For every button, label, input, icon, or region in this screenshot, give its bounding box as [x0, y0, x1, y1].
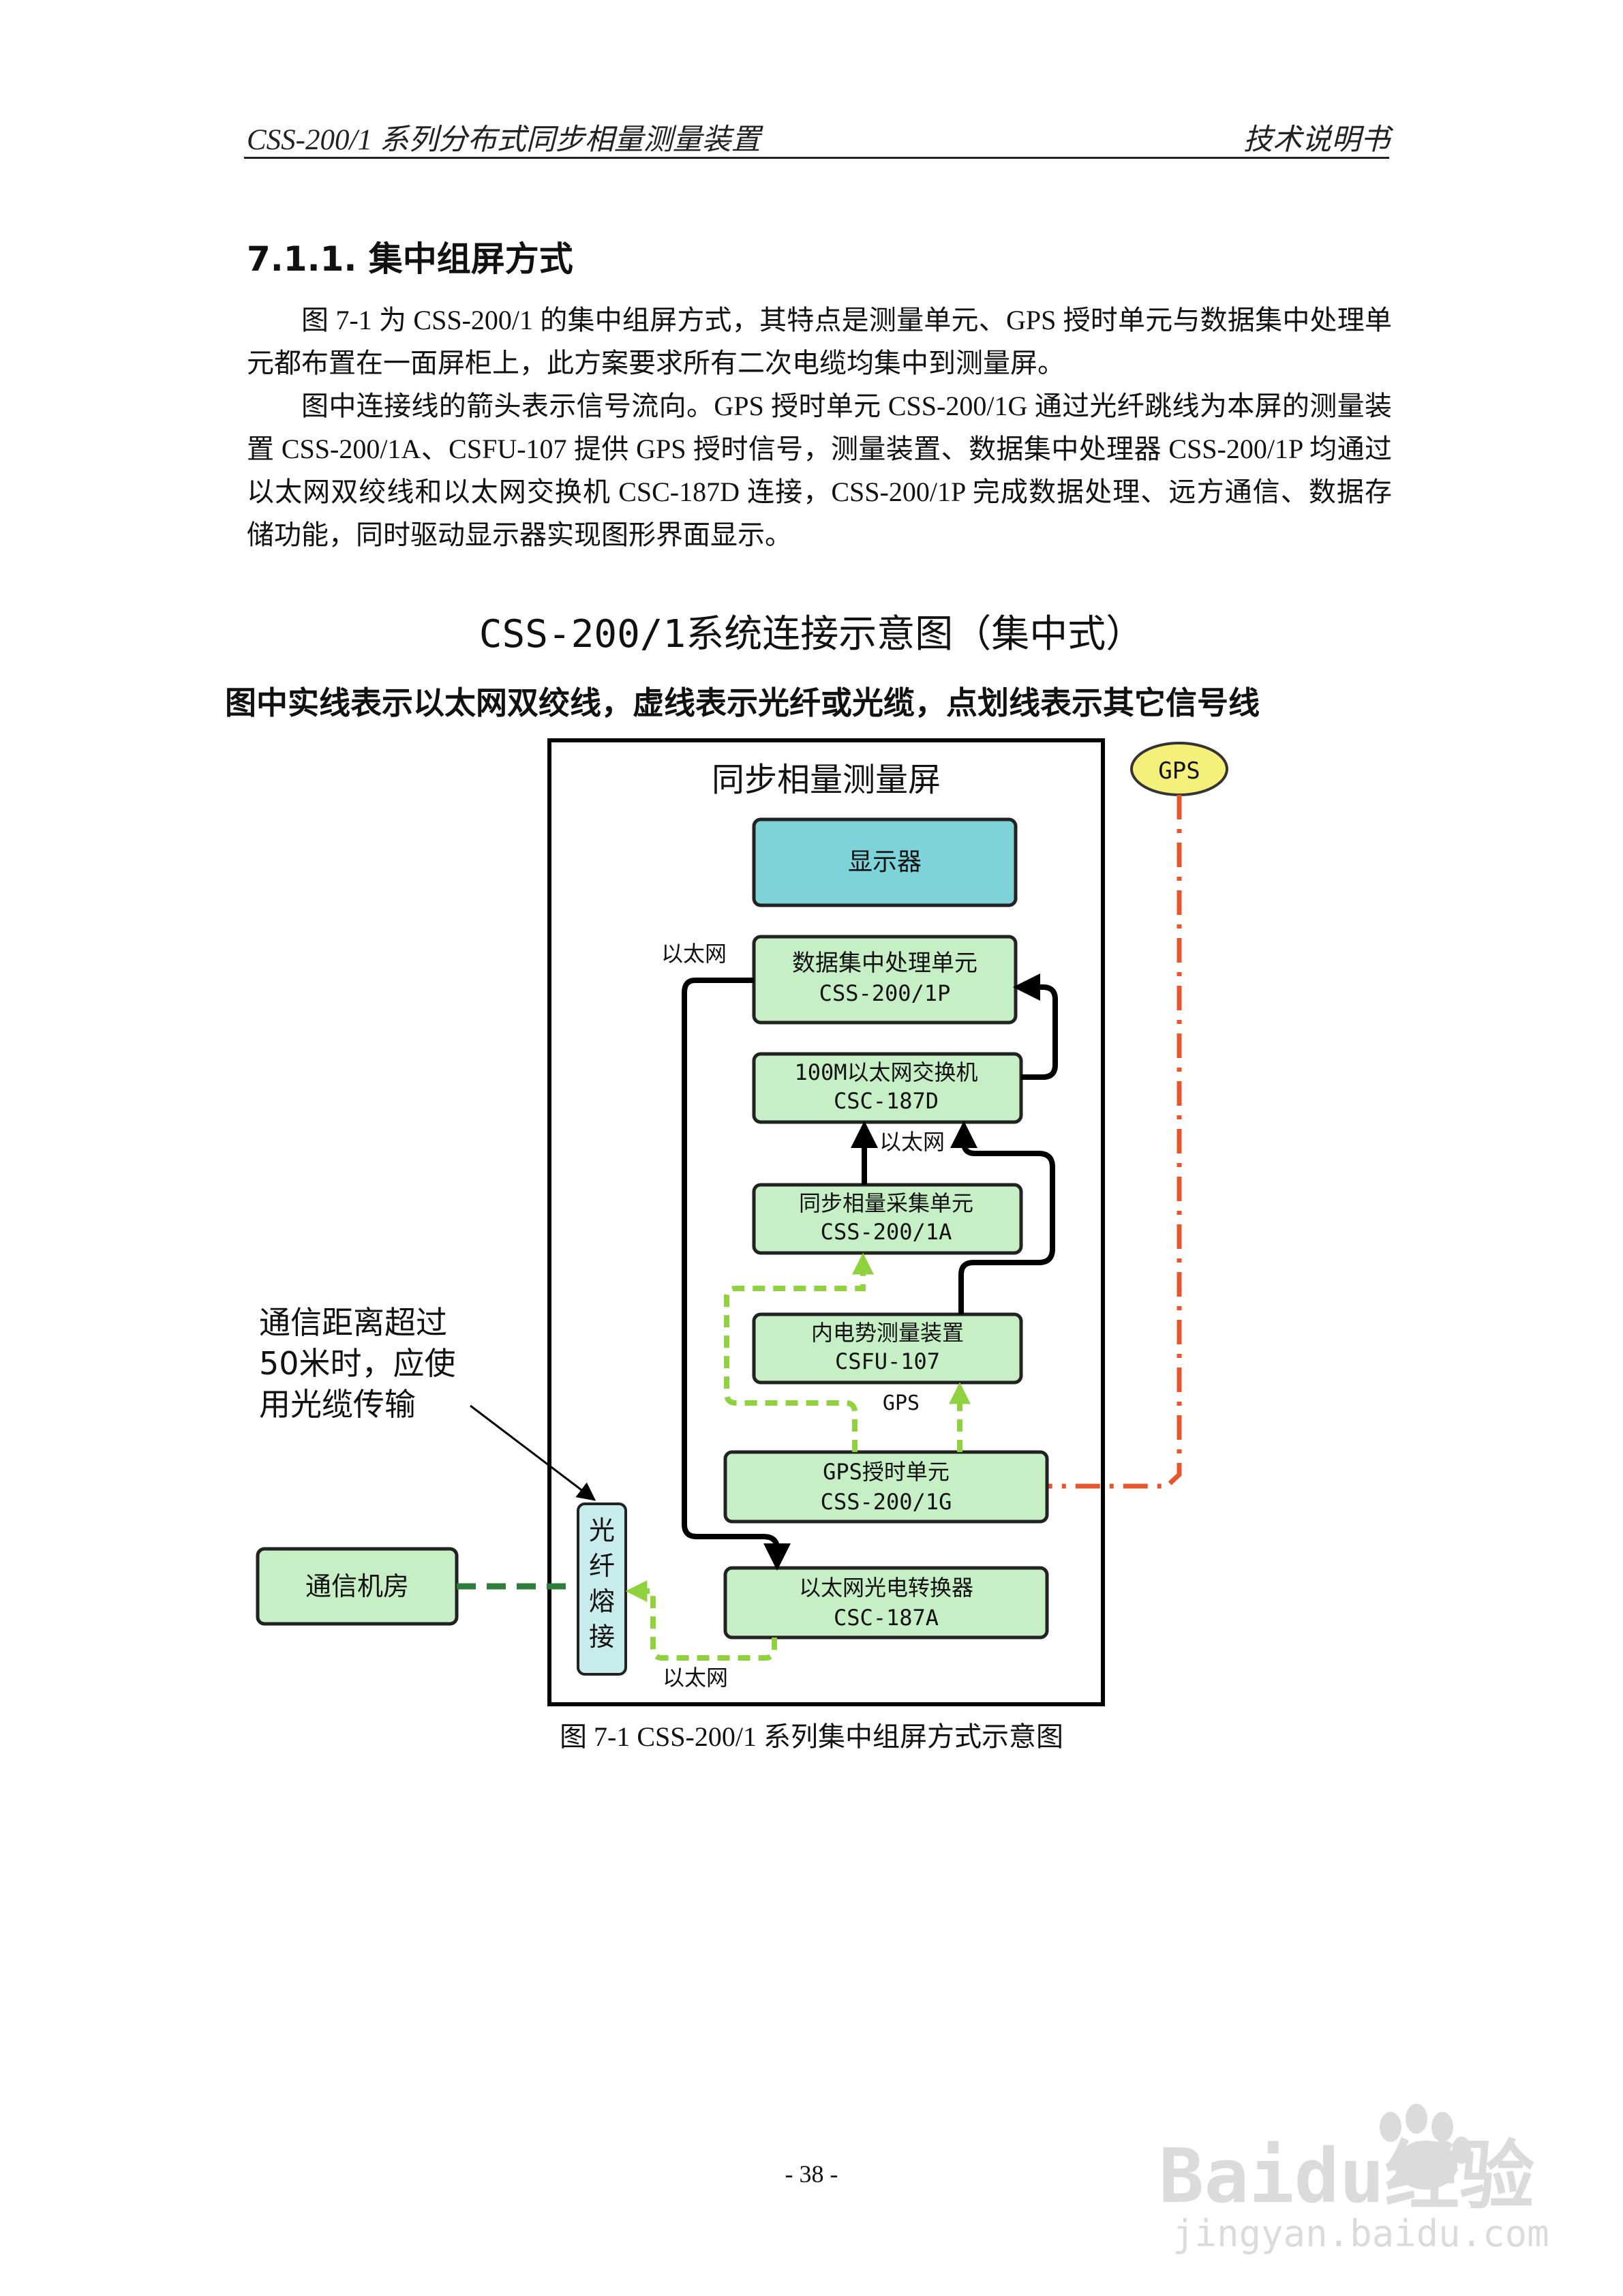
- data-concentrator-name: 数据集中处理单元: [792, 950, 977, 977]
- distance-note-line-3: 用光缆传输: [259, 1386, 416, 1423]
- running-header-doctype: 技术说明书: [1243, 124, 1390, 156]
- gps-signal-line: [1048, 795, 1182, 1489]
- distance-note-line-2: 50米时，应使: [259, 1345, 456, 1382]
- acquisition-unit-name: 同步相量采集单元: [799, 1190, 973, 1216]
- paw-logo-icon: Baidu经验 jingyan.baidu.com: [1159, 2104, 1549, 2255]
- note-pointer-arrow: [470, 1404, 596, 1501]
- panel-title: 同步相量测量屏: [712, 761, 941, 799]
- watermark-brand: Baidu经验: [1159, 2132, 1534, 2220]
- fiber-converter-fusion: [625, 1580, 777, 1661]
- fiber-fusion-char-4: 接: [589, 1622, 615, 1652]
- distance-note: 通信距离超过 50米时，应使 用光缆传输: [259, 1302, 456, 1425]
- emf-measurement-box: [752, 1312, 1023, 1385]
- converter-model: CSC-187A: [834, 1605, 939, 1631]
- eth-label-bottom: 以太网: [663, 1665, 728, 1691]
- fiber-fusion-char-1: 光: [589, 1515, 615, 1545]
- acquisition-unit-box: [752, 1183, 1023, 1255]
- ethernet-switch-dcu: [1013, 973, 1058, 1080]
- gps-small-label: GPS: [883, 1391, 920, 1415]
- fiber-gps-acq: [724, 1252, 874, 1452]
- converter-box: [723, 1566, 1049, 1640]
- gps-timing-unit-box: [723, 1450, 1049, 1524]
- gps-antenna-label: GPS: [1158, 757, 1200, 785]
- ethernet-switch-model: CSC-187D: [834, 1088, 939, 1114]
- distance-note-line-1: 通信距离超过: [259, 1304, 447, 1341]
- fiber-fusion-char-3: 熔: [589, 1586, 615, 1616]
- ethernet-dcu-converter: [682, 978, 791, 1571]
- ethernet-switch-box: [752, 1052, 1023, 1124]
- fiber-fusion-char-2: 纤: [589, 1551, 615, 1581]
- data-concentrator-model: CSS-200/1P: [819, 980, 951, 1006]
- ethernet-emf-switch: [950, 1121, 1055, 1314]
- header-rule: [244, 157, 1389, 159]
- baidu-jingyan-watermark: Baidu经验 jingyan.baidu.com: [1159, 2100, 1581, 2256]
- eth-label-mid: 以太网: [879, 1129, 945, 1155]
- emf-measurement-model: CSFU-107: [835, 1348, 940, 1374]
- ethernet-switch-name: 100M以太网交换机: [794, 1059, 977, 1085]
- paragraph-2: 图中连接线的箭头表示信号流向。GPS 授时单元 CSS-200/1G 通过光纤跳…: [247, 391, 1392, 550]
- diagram-title: CSS-200/1系统连接示意图（集中式）: [479, 612, 1144, 656]
- page-number: - 38 -: [785, 2160, 838, 2188]
- converter-name: 以太网光电转换器: [799, 1575, 973, 1601]
- figure-caption: 图 7-1 CSS-200/1 系列集中组屏方式示意图: [560, 1721, 1063, 1752]
- body-text: 图 7-1 为 CSS-200/1 的集中组屏方式，其特点是测量单元、GPS 授…: [247, 299, 1392, 556]
- paragraph-1: 图 7-1 为 CSS-200/1 的集中组屏方式，其特点是测量单元、GPS 授…: [247, 305, 1392, 378]
- gps-timing-unit-model: CSS-200/1G: [821, 1489, 952, 1515]
- gps-timing-unit-name: GPS授时单元: [823, 1459, 950, 1485]
- diagram-legend-note: 图中实线表示以太网双绞线，虚线表示光纤或光缆，点划线表示其它信号线: [225, 684, 1260, 721]
- emf-measurement-name: 内电势测量装置: [811, 1320, 964, 1346]
- section-heading: 7.1.1. 集中组屏方式: [247, 239, 573, 279]
- display-label: 显示器: [848, 848, 922, 876]
- watermark-url: jingyan.baidu.com: [1172, 2212, 1549, 2255]
- acquisition-unit-model: CSS-200/1A: [821, 1219, 952, 1245]
- running-header-title: CSS-200/1 系列分布式同步相量测量装置: [247, 124, 761, 156]
- display-box: [752, 817, 1018, 907]
- measurement-panel-frame: [547, 738, 1105, 1706]
- eth-label-left: 以太网: [661, 941, 727, 967]
- comm-room-label: 通信机房: [305, 1571, 409, 1601]
